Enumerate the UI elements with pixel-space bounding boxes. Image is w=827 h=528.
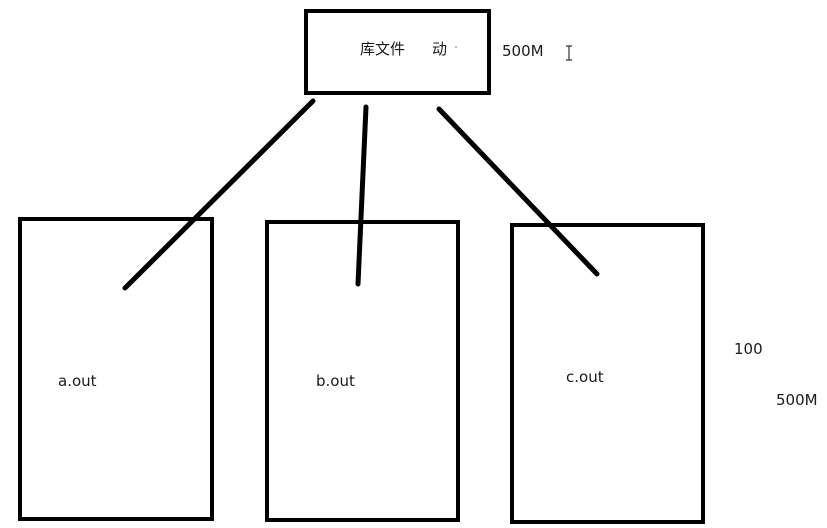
side-note-size: 500M <box>776 391 818 409</box>
a-out-box <box>18 217 214 521</box>
shared-library-box <box>304 9 491 95</box>
b-out-label: b.out <box>316 372 355 390</box>
link-line-c <box>436 106 600 277</box>
link-line-b <box>355 104 369 287</box>
stray-dot <box>455 46 457 48</box>
c-out-box <box>510 223 705 524</box>
shared-library-label-suffix: 动 <box>432 40 448 58</box>
side-note-count: 100 <box>734 340 763 358</box>
a-out-label: a.out <box>58 372 97 390</box>
shared-library-size: 500M <box>502 42 544 60</box>
c-out-label: c.out <box>566 368 604 386</box>
b-out-box <box>265 220 460 522</box>
shared-library-label: 库文件 <box>360 40 406 58</box>
text-cursor-icon <box>566 45 572 61</box>
link-line-a <box>122 98 316 291</box>
